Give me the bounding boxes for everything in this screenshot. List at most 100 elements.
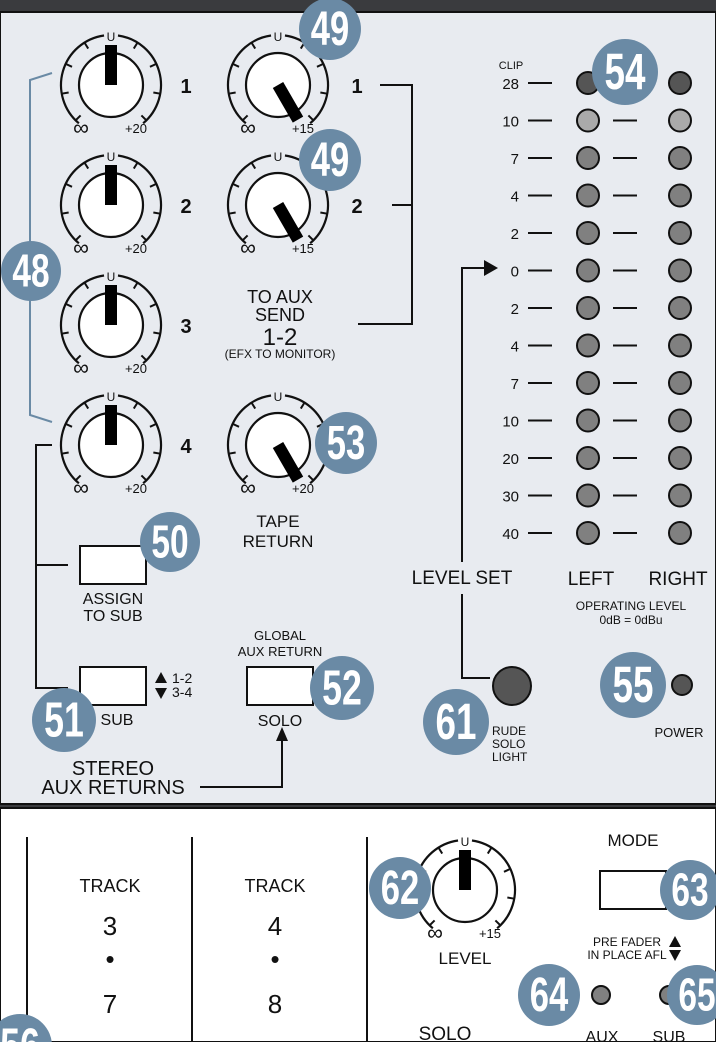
badge-circle [423,689,489,755]
callout-badge: 61 [423,689,489,755]
rude-solo-label: SOLO [492,737,525,751]
knob-tick [494,919,502,927]
knob-tick [316,62,324,68]
knob-tick [74,474,82,482]
meter-level-label: 10 [502,414,519,431]
knob-tick [65,302,73,308]
meter-led-left [576,258,600,283]
meter-level-label: 2 [511,301,519,318]
meter-led-right [668,71,692,95]
aux-return-number-3: 3 [180,316,191,338]
knob-tick [428,919,436,927]
power-label: POWER [654,725,703,740]
assign-to-sub-button[interactable] [79,545,147,585]
badge-circle [1,241,61,301]
knob-tick [241,234,249,242]
aux-send-knob-1[interactable]: U∞+15 [226,30,330,140]
global-aux-return-label: AUX RETURN [238,644,323,659]
knob-scale-arc [226,154,272,245]
aux-return-knob-1[interactable]: U∞+20 [59,30,163,140]
knob-scale-arc [226,34,272,125]
meter-level-label: 20 [502,451,519,468]
meter-right-label: RIGHT [648,569,708,590]
badge-circle [660,860,716,920]
knob-tick [140,354,148,362]
meter-level-label: 7 [511,151,519,168]
knob-tick [241,474,249,482]
knob-tick [61,451,69,455]
tape-return-label: TAPE [256,512,299,531]
meter-led-left [576,371,600,395]
track-title: TRACK [79,876,140,896]
knob-tick [149,62,157,68]
meter-left-label: LEFT [568,569,615,590]
operating-level-label: 0dB = 0dBu [599,613,662,627]
callout-badge: 63 [660,860,716,920]
sub-bracket [35,444,68,689]
meter-led-left [576,408,600,433]
aux-send-knob-2[interactable]: U∞+15 [226,150,330,260]
knob-tick [307,234,315,242]
knob-max-label: +20 [292,481,314,496]
stereo-aux-returns-label: STEREO [72,758,154,780]
sub-switch-button[interactable] [79,666,147,706]
meter-level-label: 4 [511,189,519,206]
knob-tick [241,114,249,122]
sub-switch-up-label: 1-2 [172,670,192,686]
knob-tick [132,402,139,410]
knob-min-label: ∞ [240,235,256,260]
callout-badge: 64 [518,964,580,1026]
knob-tick [307,114,315,122]
badge-circle [299,129,361,191]
meter-led-right [668,108,692,133]
knob-tick [65,62,73,68]
callout-badge: 52 [310,656,374,720]
track-number: 4 [268,911,282,941]
meter-led-left [576,296,600,320]
meter-led-right [668,183,692,208]
aux-return-knob-3[interactable]: U∞+20 [59,270,163,380]
aux-send-number-2: 2 [351,196,362,218]
knob-tick [74,354,82,362]
knob-tick [140,114,148,122]
badge-number: 53 [327,416,365,470]
knob-unity-label: U [274,150,283,164]
knob-min-label: ∞ [73,475,89,500]
level-label: LEVEL [439,949,492,968]
aux-return-knob-4[interactable]: U∞+20 [59,390,163,500]
aux-return-number-1: 1 [180,76,191,98]
level-set-line [461,267,491,679]
global-solo-button[interactable] [246,666,314,706]
knob-scale-arc [59,274,105,365]
track-bullet: • [105,944,114,974]
knob-unity-label: U [107,390,116,404]
aux-led [591,985,611,1005]
badge-number: 50 [151,515,188,568]
badge-number: 54 [605,44,646,100]
knob-max-label: +20 [125,361,147,376]
knob-pointer [105,45,117,85]
knob-tick [83,42,90,50]
badge-number: 49 [311,2,349,56]
knob-tick [132,282,139,290]
badge-circle [310,656,374,720]
knob-tick [83,402,90,410]
meter-led-right [668,408,692,433]
knob-tick [61,211,69,215]
badge-circle [592,39,658,105]
knob-tick [486,847,493,855]
callout-badge: 54 [592,39,658,105]
down-arrow-icon [669,950,681,961]
knob-tick [437,847,444,855]
global-aux-return-label: GLOBAL [254,628,306,643]
meter-level-label: 7 [511,376,519,393]
knob-tick [250,402,257,410]
mode-button[interactable] [599,870,667,910]
solo-arrow-line [200,740,283,788]
meter-led-right [668,146,692,170]
knob-tick [232,62,240,68]
solo-level-knob[interactable]: U∞+15 [413,835,517,945]
aux-return-knob-2[interactable]: U∞+20 [59,150,163,260]
badge-number: 48 [12,244,49,297]
callout-badge: 50 [140,512,200,572]
